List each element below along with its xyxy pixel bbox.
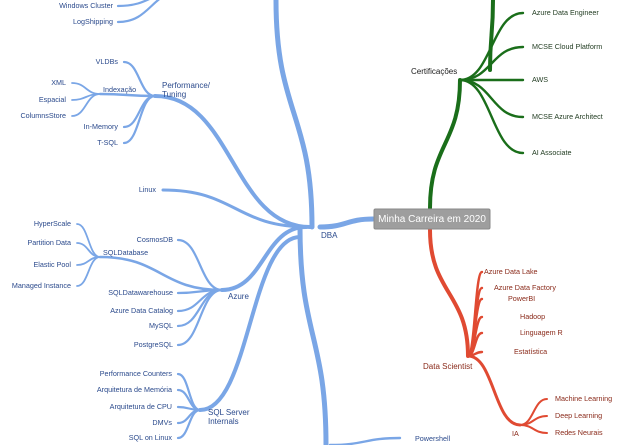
top-item-1: LogShipping [73, 17, 113, 26]
datascientist-item-3: Hadoop [520, 312, 545, 321]
branch-datascientist-ia [466, 354, 522, 427]
branch-indexacao-item [71, 93, 101, 117]
performance-item-1: In-Memory [84, 122, 119, 131]
branch-azure-item [176, 238, 224, 292]
branch-internals-item [176, 372, 202, 412]
branch-certificacoes-top [488, 0, 495, 72]
certificacoes-item-1: MCSE Cloud Platform [532, 42, 602, 51]
powershell-label: Powershell [415, 434, 451, 443]
branch-dba-top [273, 0, 315, 230]
branch-dba-azure [220, 225, 308, 292]
certificacoes-item-0: Azure Data Engineer [532, 8, 599, 17]
branch-dba-linux [161, 188, 310, 229]
branch-azure-sqldatabase [98, 255, 224, 292]
sqldatabase-label: SQLDatabase [103, 248, 148, 257]
certificacoes-item-3: MCSE Azure Architect [532, 112, 603, 121]
branch-ia-item [519, 415, 548, 426]
branch-azure-item [176, 288, 224, 347]
certificacoes-item-2: AWS [532, 75, 548, 84]
branch-sqldatabase-item [76, 223, 101, 258]
indexacao-label: Indexação [103, 85, 136, 94]
branch-azure-item [176, 288, 224, 328]
node-labels: Windows ClusterLogShippingPerformance/Tu… [12, 1, 612, 443]
top-item-0: Windows Cluster [59, 1, 114, 10]
internals-item-2: Arquitetura de CPU [110, 402, 172, 411]
sqldatabase-item-0: HyperScale [34, 219, 71, 228]
branch-sqldatabase-item [76, 256, 101, 287]
indexacao-item-0: XML [51, 78, 66, 87]
branch-center-certificacoes [428, 78, 462, 210]
datascientist-hub-label: Data Scientist [423, 362, 473, 371]
sqldatabase-item-3: Managed Instance [12, 281, 71, 290]
performance-hub-label: Performance/Tuning [162, 81, 211, 99]
certificacoes-hub-label: Certificações [411, 67, 457, 76]
center-node[interactable] [373, 208, 491, 230]
branch-ia-item [519, 424, 548, 434]
datascientist-item-4: Linguagem R [520, 328, 563, 337]
branch-top-item [116, 0, 160, 24]
branch-certificacoes-item [458, 78, 525, 119]
ia-item-1: Deep Learning [555, 411, 602, 420]
azure-hub-label: Azure [228, 292, 249, 301]
internals-item-4: SQL on Linux [129, 433, 173, 442]
internals-item-1: Arquitetura de Memória [97, 385, 172, 394]
branch-performance-indexacao [98, 92, 157, 98]
azure-item-2: Azure Data Catalog [110, 306, 173, 315]
branch-center-datascientist [428, 228, 470, 358]
branch-internals-item [176, 408, 202, 440]
sqldatabase-item-1: Partition Data [27, 238, 71, 247]
center-node-label: Minha Carreira em 2020 [378, 214, 486, 225]
azure-item-3: MySQL [149, 321, 173, 330]
branch-dba-bottom [297, 224, 329, 445]
ia-label: IA [512, 429, 519, 438]
azure-item-0: CosmosDB [137, 235, 174, 244]
datascientist-item-0: Azure Data Lake [484, 267, 538, 276]
branch-indexacao-item [71, 82, 101, 95]
datascientist-item-5: Estatística [514, 347, 547, 356]
ia-item-2: Redes Neurais [555, 428, 603, 437]
internals-item-3: DMVs [152, 418, 172, 427]
branch-dba-internals [198, 235, 302, 412]
branch-certificacoes-item [458, 78, 525, 155]
sqldatabase-item-2: Elastic Pool [33, 260, 71, 269]
branch-dba-performance [153, 94, 312, 229]
azure-item-1: SQLDatawarehouse [108, 288, 173, 297]
branch-lines [71, 0, 548, 445]
certificacoes-item-4: AI Associate [532, 148, 572, 157]
linux-label: Linux [139, 185, 157, 194]
datascientist-item-1: Azure Data Factory [494, 283, 556, 292]
branch-dba-powershell [328, 436, 402, 445]
performance-item-2: T-SQL [97, 138, 118, 147]
datascientist-item-2: PowerBI [508, 294, 535, 303]
azure-item-4: PostgreSQL [134, 340, 173, 349]
internals-item-0: Performance Counters [100, 369, 173, 378]
ia-item-0: Machine Learning [555, 394, 612, 403]
dba-hub-label: DBA [321, 231, 338, 240]
indexacao-item-2: ColumnsStore [20, 111, 66, 120]
branch-top-item [116, 0, 150, 8]
performance-item-0: VLDBs [96, 57, 119, 66]
branch-certificacoes-item [458, 11, 525, 82]
branch-performance-item [122, 94, 157, 145]
branch-center-dba [317, 216, 376, 230]
indexacao-item-1: Espacial [39, 95, 67, 104]
